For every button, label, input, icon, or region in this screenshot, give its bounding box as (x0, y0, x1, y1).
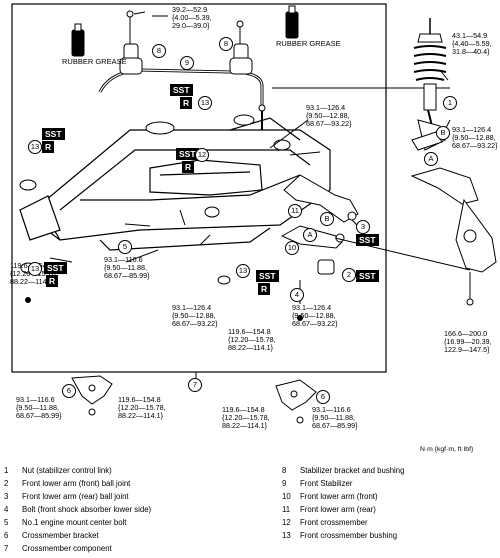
rubber-grease-tube-left (71, 23, 85, 57)
torque-label-bracket-left-a: 93.1—116.6{9.50—11.88,68.67—85.99} (16, 395, 62, 421)
component-frame (11, 3, 387, 373)
sst-badge: SST (356, 234, 379, 246)
callout-10: 10 (285, 241, 299, 255)
rubber-grease-label-left: RUBBER GREASE (62, 57, 127, 66)
rubber-grease-label-right: RUBBER GREASE (276, 39, 341, 48)
torque-label-bushing-rear: 119.6—154.8{12.20—15.78,88.22—114.1} (228, 327, 276, 353)
r-badge: R (46, 275, 59, 287)
torque-label-bracket-left-b: 119.6—154.8{12.20—15.78,88.22—114.1} (118, 395, 166, 421)
callout-b: B (436, 126, 450, 140)
sst-badge: SST (44, 262, 67, 274)
rubber-grease-tube-right (285, 5, 299, 39)
callout-1: 1 (443, 96, 457, 110)
sst-badge: SST (170, 84, 193, 96)
torque-label-shock-bolt: 93.1—126.4{9.50—12.88,68.67—93.22} (292, 303, 338, 329)
sst-badge: SST (256, 270, 279, 282)
steering-knuckle-lower-arm (410, 167, 479, 205)
callout-6: 6 (62, 384, 76, 398)
suspension-exploded-view (11, 3, 497, 424)
r-badge: R (182, 161, 195, 173)
torque-label-upper: 93.1—126.4{9.50—12.88,68.67—93.22} (306, 103, 352, 129)
callout-13: 13 (198, 96, 212, 110)
callout-5: 5 (118, 240, 132, 254)
units-note: N·m {kgf·m, ft·lbf} (420, 446, 474, 453)
sst-badge: SST (42, 128, 65, 140)
callout-3: 3 (356, 220, 370, 234)
torque-label-knuckle: 93.1—126.4{9.50—12.88,68.67—93.22} (452, 125, 498, 151)
callout-a: A (303, 228, 317, 242)
sst-badge: SST (176, 148, 199, 160)
callout-7: 7 (188, 378, 202, 392)
callout-12: 12 (195, 148, 209, 162)
callout-13: 13 (236, 264, 250, 278)
torque-label-stabilizer-bracket: 39.2—52.9{4.00—5.39,29.0—39.0} (172, 5, 212, 31)
callout-8: 8 (152, 44, 166, 58)
callout-2: 2 (342, 268, 356, 282)
callout-a: A (424, 152, 438, 166)
front-crossmember (19, 117, 331, 251)
callout-13: 13 (28, 140, 42, 154)
torque-label-lower-arm-front: 93.1—126.4{9.50—12.88,68.67—93.22} (172, 303, 218, 329)
callout-4: 4 (290, 288, 304, 302)
callout-13: 13 (28, 262, 42, 276)
sst-badge: SST (356, 270, 379, 282)
torque-label-bracket-right-b: 93.1—116.6{9.50—11.88,68.67—85.99} (312, 405, 358, 431)
callout-b: B (320, 212, 334, 226)
r-badge: R (42, 141, 55, 153)
torque-label-ball-joint: 166.6—200.0{16.99—20.39,122.9—147.5} (444, 329, 492, 355)
callout-6: 6 (316, 390, 330, 404)
torque-label-bracket-right-a: 119.6—154.8{12.20—15.78,88.22—114.1} (222, 405, 270, 431)
torque-label-engine-mount: 93.1—116.6{9.50—11.88,68.67—85.99} (104, 255, 150, 281)
callout-8: 8 (219, 37, 233, 51)
r-badge: R (258, 283, 271, 295)
r-badge: R (180, 97, 193, 109)
callout-9: 9 (180, 56, 194, 70)
front-lower-arm-rear (283, 174, 359, 223)
torque-label-strut-top: 43.1—54.9{4.40—5.59,31.8—40.4} (452, 31, 492, 57)
callout-11: 11 (288, 204, 302, 218)
front-upper-arm (411, 131, 443, 151)
